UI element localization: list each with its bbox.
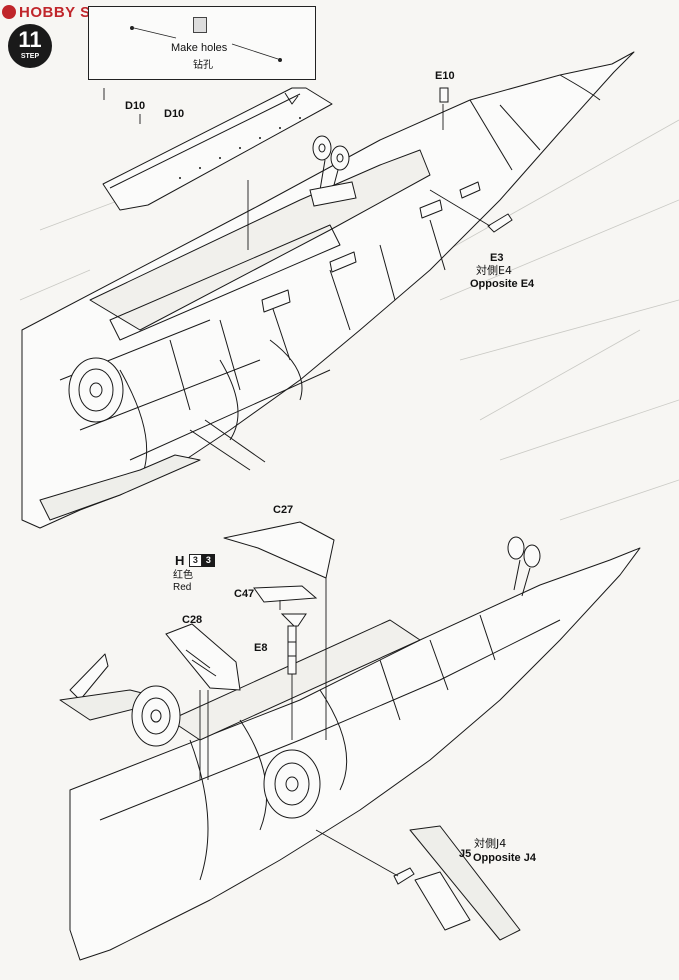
paint-name-en: Red — [173, 582, 192, 593]
label-e3: E3 — [490, 252, 504, 264]
part-c27 — [223, 521, 335, 579]
label-c27: C27 — [273, 504, 294, 516]
bottom-main-wheel-right — [263, 749, 321, 819]
make-holes-label: Make holes — [171, 42, 228, 54]
label-d10-box: D10 — [125, 100, 146, 112]
step-number: 11 — [18, 27, 42, 52]
bottom-nose-gear — [507, 536, 541, 597]
drill-icon — [193, 17, 207, 33]
label-e3-opposite-zh: 対側E4 — [476, 264, 512, 277]
part-e3 — [487, 213, 513, 233]
paint-chip-1: 3 — [188, 554, 202, 568]
bottom-leader-lines — [199, 578, 399, 877]
step-label: STEP — [20, 53, 40, 60]
label-c47: C47 — [234, 588, 255, 600]
part-j5 — [393, 867, 415, 885]
part-d10-panel — [102, 87, 333, 211]
label-e10: E10 — [435, 70, 455, 82]
part-e10 — [439, 87, 449, 103]
top-leader-lines — [103, 88, 491, 250]
label-j5-opposite-zh: 対側J4 — [474, 837, 507, 850]
label-j5: J5 — [459, 848, 472, 860]
part-c47 — [253, 585, 318, 603]
label-d10: D10 — [164, 108, 185, 120]
make-holes-label-zh: 钻孔 — [193, 60, 213, 71]
top-fuselage — [21, 51, 635, 529]
label-j5-opposite-en: Opposite J4 — [473, 852, 536, 864]
step-badge: 11 STEP — [8, 24, 52, 68]
top-nose-gear — [309, 135, 357, 207]
make-holes-leaders — [129, 25, 282, 63]
part-c28 — [165, 623, 241, 691]
faint-background-art — [19, 119, 679, 521]
label-e3-opposite-en: Opposite E4 — [470, 278, 535, 290]
paint-chip-2: 3 — [201, 554, 215, 568]
paint-letter: H — [175, 553, 185, 568]
top-main-wheel — [68, 357, 124, 423]
bottom-fuselage — [59, 547, 641, 961]
make-holes-callout: Make holes 钻孔 — [88, 6, 316, 80]
hobby-search-logo-icon — [2, 5, 16, 19]
bottom-main-wheel-left — [131, 685, 181, 747]
paint-name-zh: 红色 — [173, 570, 193, 581]
label-e8: E8 — [254, 642, 268, 654]
label-c28: C28 — [182, 614, 203, 626]
part-e8 — [280, 613, 307, 675]
